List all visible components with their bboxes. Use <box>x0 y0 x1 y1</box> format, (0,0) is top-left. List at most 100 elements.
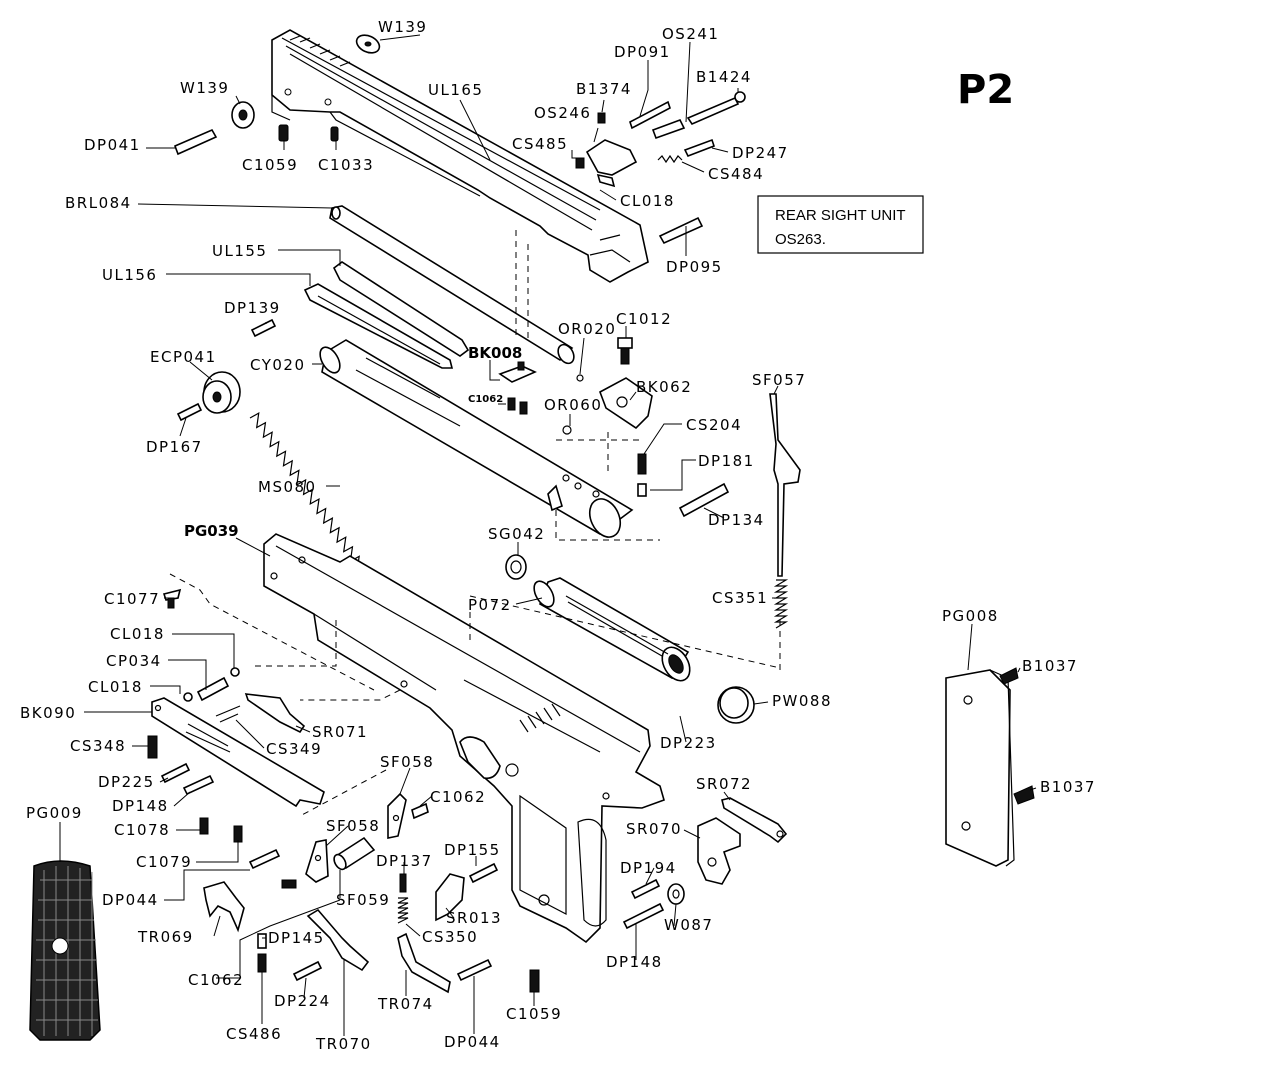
pin-dp148-left-part <box>182 774 215 796</box>
spring-c1059-top-part <box>278 124 289 142</box>
label-ul156: UL156 <box>102 266 157 284</box>
label-cl018-low: CL018 <box>88 678 143 696</box>
lever-ul156-part <box>303 283 454 369</box>
label-b1037-top: B1037 <box>1022 657 1078 675</box>
spring-cs348-part <box>147 735 158 759</box>
label-cs485: CS485 <box>512 135 568 153</box>
label-dp194: DP194 <box>620 859 677 877</box>
rear-sight-parts <box>575 91 746 188</box>
spring-c1059-low-part <box>529 969 540 993</box>
screw-c1062-low-part <box>281 879 297 889</box>
label-c1062-low: C1062 <box>188 971 244 989</box>
label-pg039: PG039 <box>184 522 239 540</box>
label-c1077: C1077 <box>104 590 160 608</box>
safety-sf058-low-part <box>305 839 329 883</box>
assembly-lines <box>169 230 781 817</box>
sear-sr013-part <box>435 873 465 922</box>
label-os241: OS241 <box>662 25 719 43</box>
washer-w139-left-part <box>231 101 255 129</box>
label-brl084: BRL084 <box>65 194 132 212</box>
label-pg008: PG008 <box>942 607 999 625</box>
spring-cs351-part <box>773 579 789 629</box>
label-dp139: DP139 <box>224 299 281 317</box>
label-cs484: CS484 <box>708 165 764 183</box>
pin-dp137-part <box>399 873 407 893</box>
label-dp148-left: DP148 <box>112 797 169 815</box>
spring-c1078-part <box>199 817 209 835</box>
sleeve-sf059-part <box>333 836 376 871</box>
label-c1059-top: C1059 <box>242 156 298 174</box>
plug-pw088-part <box>717 686 755 724</box>
barrel-brl084-part <box>329 205 575 365</box>
label-dp134: DP134 <box>708 511 765 529</box>
pin-dp041-part <box>173 128 218 156</box>
label-dp225: DP225 <box>98 773 155 791</box>
label-cs348: CS348 <box>70 737 126 755</box>
label-w139-top: W139 <box>378 18 427 36</box>
label-sf058-top: SF058 <box>380 753 434 771</box>
label-ms080: MS080 <box>258 478 317 496</box>
label-sf058-low: SF058 <box>326 817 380 835</box>
safety-sf058-top-part <box>387 792 407 839</box>
trigger-tr069-part <box>203 881 245 933</box>
label-or020: OR020 <box>558 320 616 338</box>
label-sr070: SR070 <box>626 820 682 838</box>
label-dp095: DP095 <box>666 258 723 276</box>
label-pw088: PW088 <box>772 692 832 710</box>
label-c1062-small: C1062 <box>468 394 503 405</box>
trigger-tr074-part <box>397 932 451 994</box>
lower-frame-pg039-part <box>263 533 665 944</box>
label-pg009: PG009 <box>26 804 83 822</box>
label-dp137: DP137 <box>376 852 433 870</box>
label-dp155: DP155 <box>444 841 501 859</box>
label-c1033: C1033 <box>318 156 374 174</box>
pin-dp044-left-part <box>248 848 281 870</box>
end-cap-ecp041-part <box>202 371 241 414</box>
spring-c1079-part <box>233 825 243 843</box>
label-b1037-low: B1037 <box>1040 778 1096 796</box>
label-dp223: DP223 <box>660 734 717 752</box>
label-c1012: C1012 <box>616 310 672 328</box>
trigger-tr070-part <box>306 908 370 972</box>
label-cs486: CS486 <box>226 1025 282 1043</box>
screw-c1062-mid-part <box>411 802 429 820</box>
label-tr069: TR069 <box>137 928 194 946</box>
label-sr071: SR071 <box>312 723 368 741</box>
leader-lines <box>59 34 1037 1036</box>
block-bk062-part <box>599 377 653 430</box>
label-dp091: DP091 <box>614 43 671 61</box>
label-sr072: SR072 <box>696 775 752 793</box>
label-cp034: CP034 <box>106 652 162 670</box>
label-bk008: BK008 <box>468 344 522 362</box>
washer-w139-top-part <box>355 34 381 54</box>
label-cs204: CS204 <box>686 416 742 434</box>
pin-dp044-low-part <box>456 958 493 982</box>
pin-dp134-part <box>678 482 730 518</box>
sear-sr071-part <box>244 693 306 734</box>
label-os246: OS246 <box>534 104 591 122</box>
clip-cl018-mid-part <box>230 667 240 677</box>
o-ring-or020-part <box>576 374 584 382</box>
upper-frame-part <box>271 29 649 283</box>
screw-b1037-low-part <box>1013 785 1035 805</box>
pin-dp181-part <box>637 483 647 497</box>
pin-dp148-right-part <box>622 902 665 930</box>
label-dp041: DP041 <box>84 136 141 154</box>
safety-sf057-part <box>769 393 801 577</box>
label-c1062-mid: C1062 <box>430 788 486 806</box>
label-cs351: CS351 <box>712 589 768 607</box>
cylinder-cy020-part <box>319 339 634 538</box>
label-dp247: DP247 <box>732 144 789 162</box>
grip-pg008-part <box>945 669 1015 867</box>
pin-dp155-part <box>468 862 499 884</box>
note-line-1: REAR SIGHT UNIT <box>775 207 906 224</box>
label-dp224: DP224 <box>274 992 331 1010</box>
pin-dp139-part <box>250 318 277 338</box>
spring-cs350-part <box>397 897 409 924</box>
label-dp167: DP167 <box>146 438 203 456</box>
label-cl018-mid: CL018 <box>110 625 165 643</box>
screw-b1037-top-part <box>999 667 1019 685</box>
label-cy020: CY020 <box>250 356 306 374</box>
pin-dp224-part <box>292 960 323 982</box>
label-sg042: SG042 <box>488 525 545 543</box>
